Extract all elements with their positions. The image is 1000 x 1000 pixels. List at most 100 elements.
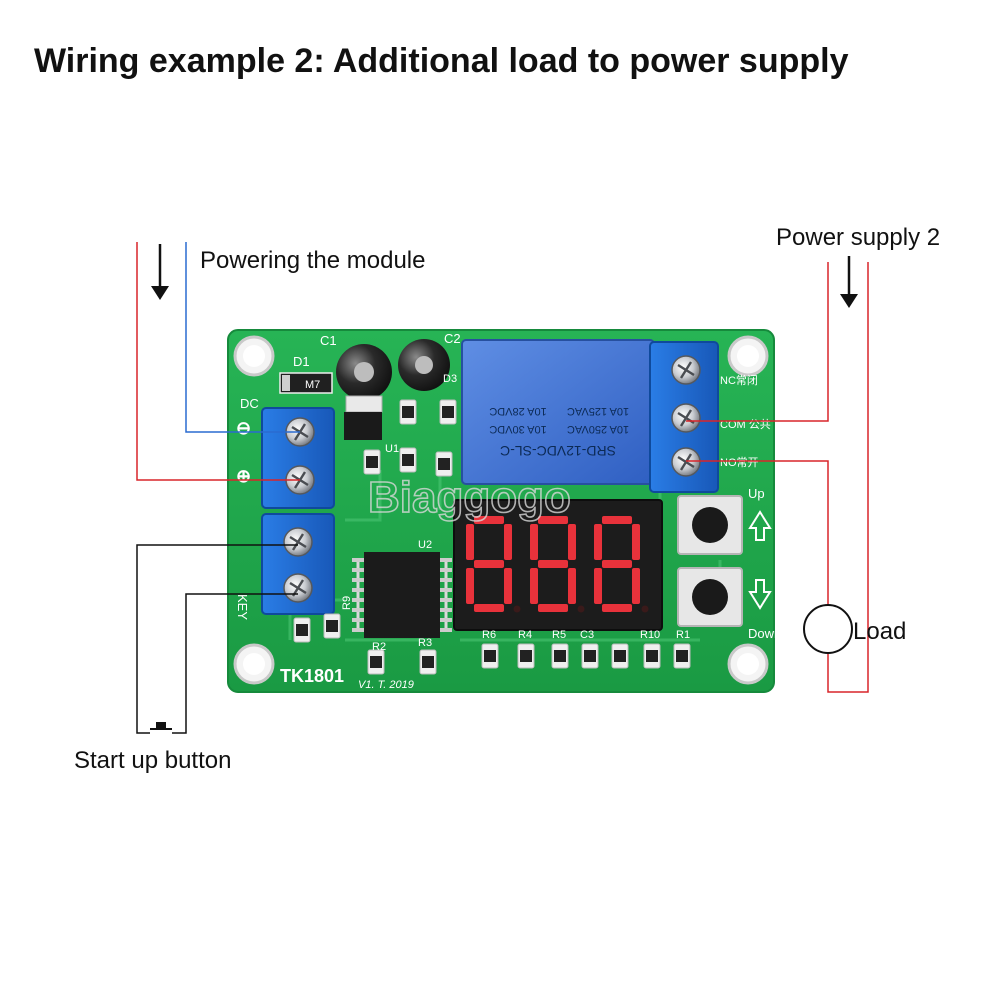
wires [136, 242, 869, 734]
display-segment [530, 568, 538, 604]
relay-model-text: SRD-12VDC-SL-C [500, 443, 616, 459]
silk-u1: U1 [385, 443, 399, 455]
display-segment [530, 524, 538, 560]
relay-rating-text: 10A 30VDC [489, 423, 547, 435]
display-segment [632, 568, 640, 604]
pcb-traces [288, 460, 722, 642]
regulator-u1 [344, 412, 382, 440]
diode-code-label: M7 [305, 379, 320, 391]
silk-d1: D1 [293, 354, 310, 369]
silk-r4: R4 [518, 629, 532, 641]
display-dot [513, 605, 521, 613]
silk-c1: C1 [320, 333, 337, 348]
display-digit [530, 516, 585, 613]
silk-com: COM 公共 [720, 418, 771, 431]
display-segment [594, 568, 602, 604]
smd-part [399, 447, 417, 473]
capacitor-c2 [398, 339, 450, 391]
silk-r3: R3 [418, 637, 432, 649]
display-segment [538, 560, 568, 568]
silk-c2: C2 [444, 331, 461, 346]
diode-d1: M7 [279, 372, 333, 394]
silk-u2: U2 [418, 539, 432, 551]
display-segment [632, 524, 640, 560]
watermark: Biaggogo [368, 473, 571, 522]
silk-c3: C3 [580, 629, 594, 641]
relay-module-board: M7 D1 C1 C2 D3 U1 [227, 329, 781, 693]
silk-plus: ⊕ [236, 466, 251, 486]
silk-r10: R10 [640, 629, 660, 641]
silk-dc: DC [240, 396, 259, 411]
silk-down: Down [748, 626, 781, 641]
button-up[interactable] [677, 495, 743, 555]
silk-key: KEY [235, 594, 250, 620]
display-segment [466, 568, 474, 604]
silk-nc: NC常闭 [720, 374, 758, 387]
display-segment [602, 604, 632, 612]
display-segment [474, 560, 504, 568]
display-segment [538, 516, 568, 524]
terminal-block-key [261, 513, 335, 615]
display-segment [602, 516, 632, 524]
arrow-down-icon [151, 244, 169, 300]
silk-up: Up [748, 486, 765, 501]
silk-r2: R2 [372, 641, 386, 653]
page-title: Wiring example 2: Additional load to pow… [34, 42, 849, 80]
wire-supply-com [686, 262, 829, 422]
board-version-label: V1. T. 2019 [358, 679, 414, 691]
display-segment [568, 524, 576, 560]
display-segment [568, 568, 576, 604]
display-segment [504, 568, 512, 604]
display-digit [594, 516, 649, 613]
display-dot [641, 605, 649, 613]
display-segment [474, 516, 504, 524]
label-power-supply-2: Power supply 2 [776, 224, 940, 251]
silk-r5: R5 [552, 629, 566, 641]
button-down[interactable] [677, 567, 743, 627]
wire-key-2 [172, 593, 298, 734]
ic-u2 [352, 552, 452, 638]
display-segment [504, 524, 512, 560]
relay-rating-text: 10A 125VAC [567, 405, 629, 417]
wire-power-negative [185, 242, 300, 433]
start-button-symbol[interactable] [150, 722, 172, 730]
relay: SRD-12VDC-SL-C 10A 250VAC 10A 30VDC 10A … [461, 339, 655, 485]
smd-part [399, 399, 417, 425]
silk-minus: ⊖ [236, 418, 251, 438]
terminal-block-power [261, 407, 335, 509]
wire-power-positive [136, 242, 300, 481]
display-segment [594, 524, 602, 560]
board-model-label: TK1801 [280, 666, 344, 686]
display-segment [474, 604, 504, 612]
terminal-block-relay [649, 341, 719, 493]
label-powering-module: Powering the module [200, 247, 425, 274]
down-arrow-icon [748, 579, 772, 610]
display-segment [602, 560, 632, 568]
silk-r6: R6 [482, 629, 496, 641]
silk-d3: D3 [443, 373, 457, 385]
wire-key-1 [136, 544, 298, 734]
relay-rating-text: 10A 250VAC [567, 423, 629, 435]
arrow-down-icon [840, 256, 858, 308]
up-arrow-icon [748, 510, 772, 541]
silk-r1: R1 [676, 629, 690, 641]
silk-no: NO常开 [720, 456, 759, 469]
display-digits [466, 516, 649, 613]
relay-rating-text: 10A 28VDC [489, 405, 547, 417]
seven-segment-display [453, 499, 663, 631]
display-digit [466, 516, 521, 613]
mounting-holes [233, 335, 769, 685]
smd-part [439, 399, 457, 425]
smd-part [363, 449, 381, 475]
wire-no-to-load [686, 460, 829, 606]
display-segment [538, 604, 568, 612]
load-symbol [803, 604, 853, 654]
display-segment [466, 524, 474, 560]
label-start-button: Start up button [74, 747, 231, 774]
label-load: Load [853, 618, 906, 645]
wire-supply-return [827, 262, 869, 693]
silk-r9: R9 [341, 596, 353, 610]
display-dot [577, 605, 585, 613]
